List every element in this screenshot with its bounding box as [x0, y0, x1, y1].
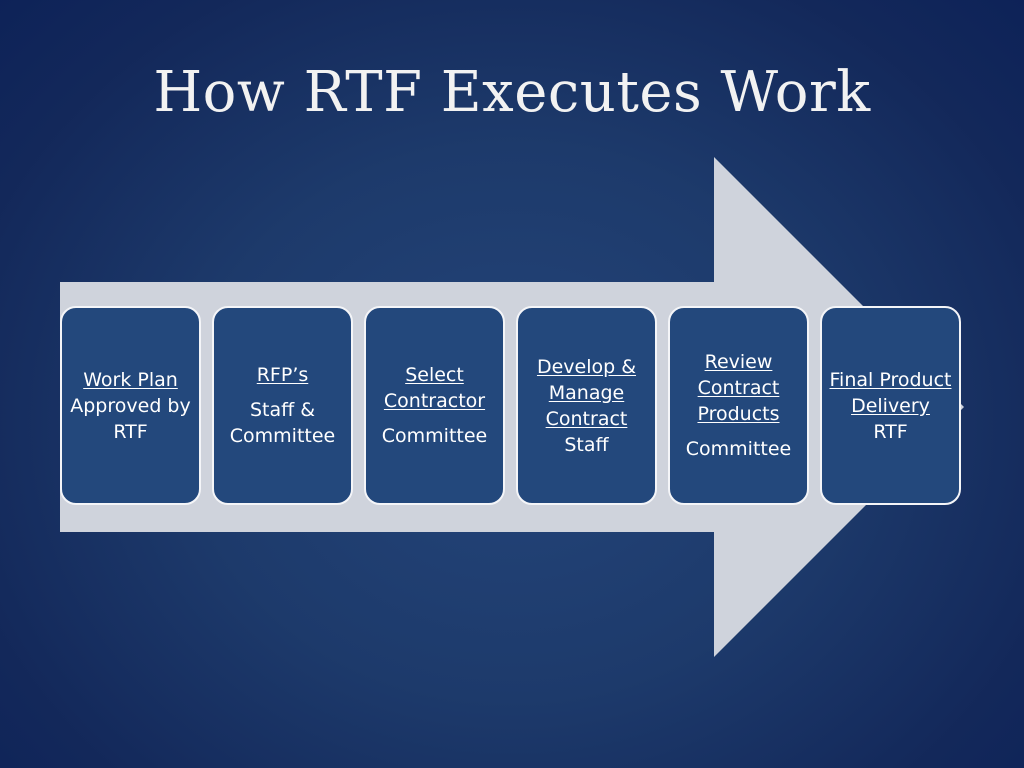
step-rfps: RFP’s Staff & Committee — [212, 306, 353, 505]
step-owner-final-delivery: RTF — [873, 420, 908, 443]
step-review-products: Review Contract Products Committee — [668, 306, 809, 505]
step-owner-develop-manage: Staff — [564, 433, 609, 456]
step-select-contractor: Select Contractor Committee — [364, 306, 505, 505]
step-develop-manage: Develop & Manage Contract Staff — [516, 306, 657, 505]
step-owner-work-plan: Approved by RTF — [70, 394, 191, 443]
step-owner-select-contractor: Committee — [381, 425, 488, 447]
step-link-rfps[interactable]: RFP’s — [256, 364, 309, 386]
step-owner-rfps: Staff & Committee — [229, 399, 336, 447]
step-link-select-contractor[interactable]: Select Contractor — [383, 364, 486, 412]
step-link-final-delivery[interactable]: Final Product Delivery — [829, 368, 952, 417]
step-link-review-products[interactable]: Review Contract Products — [697, 351, 780, 425]
step-work-plan: Work Plan Approved by RTF — [60, 306, 201, 505]
step-link-work-plan[interactable]: Work Plan — [83, 368, 178, 391]
slide-title: How RTF Executes Work — [153, 60, 871, 125]
step-link-develop-manage[interactable]: Develop & Manage Contract — [536, 355, 637, 430]
step-final-delivery: Final Product Delivery RTF — [820, 306, 961, 505]
step-owner-review-products: Committee — [685, 438, 792, 460]
